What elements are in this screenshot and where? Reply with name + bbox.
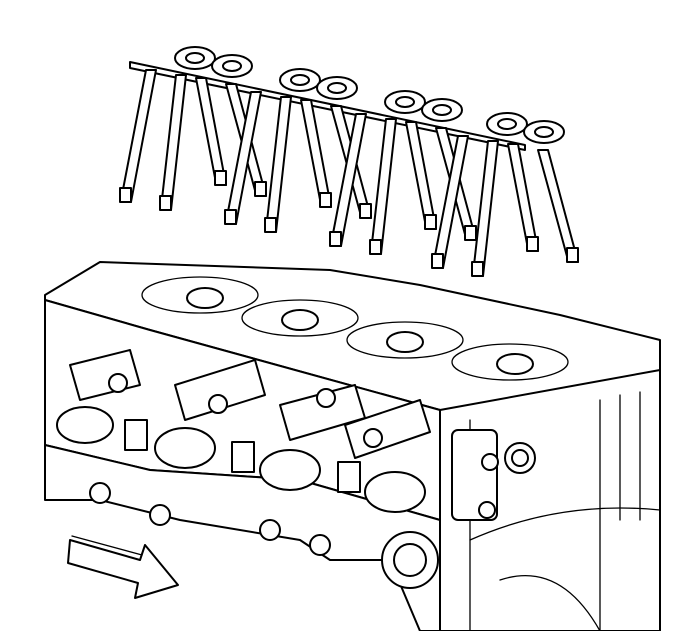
valve-seats (141, 276, 569, 381)
valve-head-center (534, 126, 554, 138)
valve-set (119, 46, 579, 277)
valve-tip (254, 181, 267, 197)
valve-head-center (395, 96, 415, 108)
valve-tip (471, 261, 484, 277)
valve-stem (300, 99, 332, 208)
valve-head-center (222, 60, 242, 72)
valve-stem (507, 143, 539, 252)
valve-tip (431, 253, 444, 269)
valve-tip (424, 214, 437, 230)
valve-stem (160, 74, 187, 211)
valve-tip (359, 203, 372, 219)
valve-stem (405, 121, 437, 230)
valve-stem (195, 77, 227, 186)
valve-stem (472, 140, 499, 277)
valve-stem (537, 149, 579, 263)
valve-tip (526, 236, 539, 252)
valve-tip (464, 225, 477, 241)
cylinder-head (44, 261, 661, 631)
valve-stem (370, 118, 397, 255)
exhaust-ports (56, 406, 426, 513)
valve-tip (214, 170, 227, 186)
valve-tip (264, 217, 277, 233)
valve-tip (119, 187, 132, 203)
valve-head-center (432, 104, 452, 116)
valve-tip (566, 247, 579, 263)
valve-tip (369, 239, 382, 255)
valve-head-center (185, 52, 205, 64)
valve-tip (319, 192, 332, 208)
valve-tip (159, 195, 172, 211)
bosses (69, 349, 536, 589)
valve-head-center (497, 118, 517, 130)
valve-stem (265, 96, 292, 233)
valve-head-center (327, 82, 347, 94)
valve-tip (224, 209, 237, 225)
valve-stem (120, 69, 157, 203)
valve-head-center (290, 74, 310, 86)
valve-tip (329, 231, 342, 247)
arrow-right-down-icon (67, 535, 179, 599)
